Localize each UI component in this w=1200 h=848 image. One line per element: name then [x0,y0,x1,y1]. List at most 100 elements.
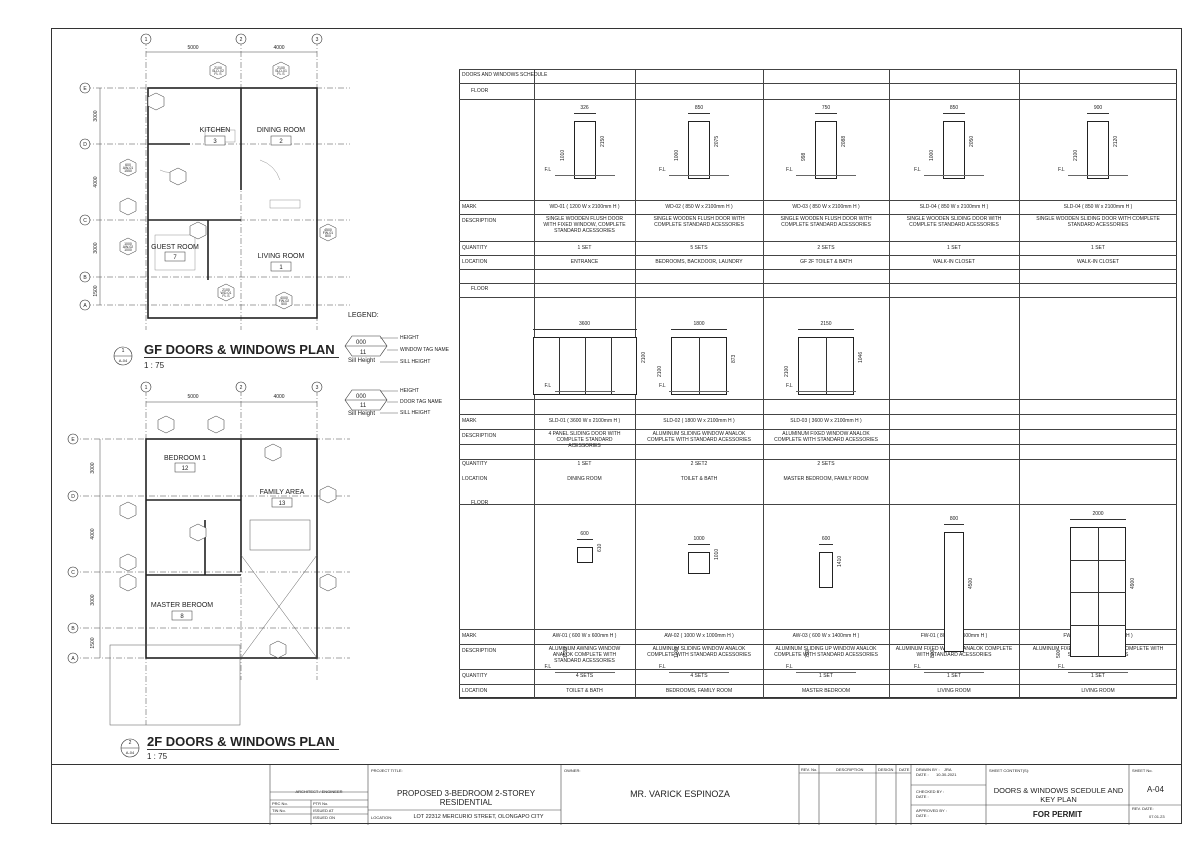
dim-width: 600 [821,536,831,542]
row-label-location: LOCATION [462,688,488,694]
fl-label: F.L [1058,664,1065,670]
svg-text:7: 7 [173,255,177,261]
schedule-rule [459,684,1177,685]
item-mark: SLD-02 ( 1800 W x 2100mm H ) [663,418,735,424]
svg-text:A: A [71,656,75,662]
item-quantity: 1 SET [947,245,961,251]
svg-text:3000: 3000 [93,242,99,253]
2f-room-master-bedroom: MASTER BEROOM [151,602,213,609]
dim-line [1087,113,1109,114]
dim-sill: 998 [801,152,807,161]
dim-sill: 500 [1056,649,1062,658]
item-description: 4 PANEL SLIDING DOOR WITH COMPLETE STAND… [548,431,621,449]
elevation-frame [688,121,710,179]
row-label-location: LOCATION [462,476,488,482]
schedule-rule [459,69,1177,70]
dim-height: 2120 [1113,135,1119,147]
item-description: ALUMINUM SLIDING UP WINDOW ANALOK COMPLE… [774,646,878,658]
fl-label: F.L [659,383,666,389]
schedule-rule [459,214,1177,215]
dim-height: 873 [731,354,737,363]
schedule-rule [459,429,1177,430]
gf-plan-title-block: 1 A-04 GF DOORS & WINDOWS PLAN 1 : 75 [110,342,350,372]
item-quantity: 1 SET [1091,673,1105,679]
gf-room-guest: GUEST ROOM [151,244,199,251]
schedule-rule [459,255,1177,256]
floor-line [796,391,856,392]
dim-width: 1000 [693,536,705,542]
item-quantity: 1 SET [819,673,833,679]
gf-grid-col-1: 1 [145,37,148,43]
floor-line [924,672,984,673]
svg-text:B: B [71,626,75,632]
elevation-mullion [699,337,700,395]
svg-text:1550: 1550 [124,169,132,173]
floor-line [554,175,615,176]
title-block-grid [269,765,1182,825]
item-quantity: 4 SETS [690,673,708,679]
row-label-description: DESCRIPTION [462,433,497,439]
dim-line [819,544,833,545]
fl-label: F.L [914,664,921,670]
elevation-mullion [558,337,560,395]
gf-plan-sheet-ref: A-04 [118,358,128,363]
elevation-frame [688,552,710,574]
svg-text:2: 2 [240,385,243,391]
item-location: MASTER BEDROOM [801,688,851,694]
dim-width: 1800 [693,321,705,327]
2f-plan-callout-icon [120,738,140,758]
dim-sill: 1000 [674,646,680,658]
item-description: SINGLE WOODEN SLIDING DOOR WITH COMPLETE… [906,216,1002,228]
schedule-rule [459,83,1177,84]
schedule-rule [763,69,764,698]
item-mark: WD-03 ( 850 W x 2100mm H ) [792,204,860,210]
item-location: DINING ROOM [567,476,602,482]
row-label-mark: MARK [462,204,477,210]
fl-label: F.L [544,167,552,173]
svg-text:8: 8 [180,614,184,620]
dim-line [815,113,837,114]
project-location: LOT 22312 MERCURIO STREET, OLONGAPO CITY [413,814,544,820]
item-location: TOILET & BATH [680,476,718,482]
dim-width: 800 [949,516,959,522]
schedule-rule [459,669,1177,670]
dim-height: 1410 [837,555,843,567]
item-quantity: 4 SETS [575,673,594,679]
elevation-transom [1070,559,1126,561]
svg-text:2100: 2100 [214,66,222,70]
gf-room-living: LIVING ROOM [258,253,305,260]
project-title: PROPOSED 3-BEDROOM 2-STOREY RESIDENTIAL [396,789,536,807]
fl-label: F.L [659,664,666,670]
floor-line [1068,672,1128,673]
sheet-contents: DOORS & WINDOWS SCEDULE AND KEY PLAN [993,786,1124,804]
svg-text:2100: 2100 [277,66,285,70]
item-location: LIVING ROOM [937,688,971,694]
elevation-mullion [610,337,612,395]
schedule-rule [459,200,1177,201]
dim-sill: 1550 [562,646,569,658]
item-location: LIVING ROOM [1081,688,1115,694]
2f-plan-number: 2 [128,740,132,746]
dim-sill: 2100 [657,365,663,377]
svg-text:4500: 4500 [324,228,332,232]
item-description: SINGLE WOODEN FLUSH DOOR WITH COMPLETE S… [653,216,745,228]
elevation-transom [1070,592,1126,593]
schedule-rule [459,99,1177,100]
svg-text:1500: 1500 [93,285,99,296]
legend-tag-diagrams [344,335,398,414]
dim-line [688,544,710,545]
elevation-transom [1070,624,1126,626]
gf-plan-callout-icon [113,346,133,366]
fl-label: F.L [659,167,666,173]
floor-line [924,175,984,176]
legend: LEGEND: 000 11 Sill Height HEIGHT WINDOW… [340,310,455,425]
item-description: ALUMINUM SLIDING WINDOW ANALOK COMPLETE … [647,431,751,443]
architect-label: ARCHITECT / ENGINEER [295,789,343,794]
elevation-mullion [584,337,586,395]
svg-text:4000: 4000 [280,296,288,300]
2f-plan-title: 2F DOORS & WINDOWS PLAN [147,734,339,750]
floor-label-3: FLOOR [471,500,489,506]
dim-line [671,329,727,330]
2f-plan-sheet-ref: A-04 [125,750,135,755]
